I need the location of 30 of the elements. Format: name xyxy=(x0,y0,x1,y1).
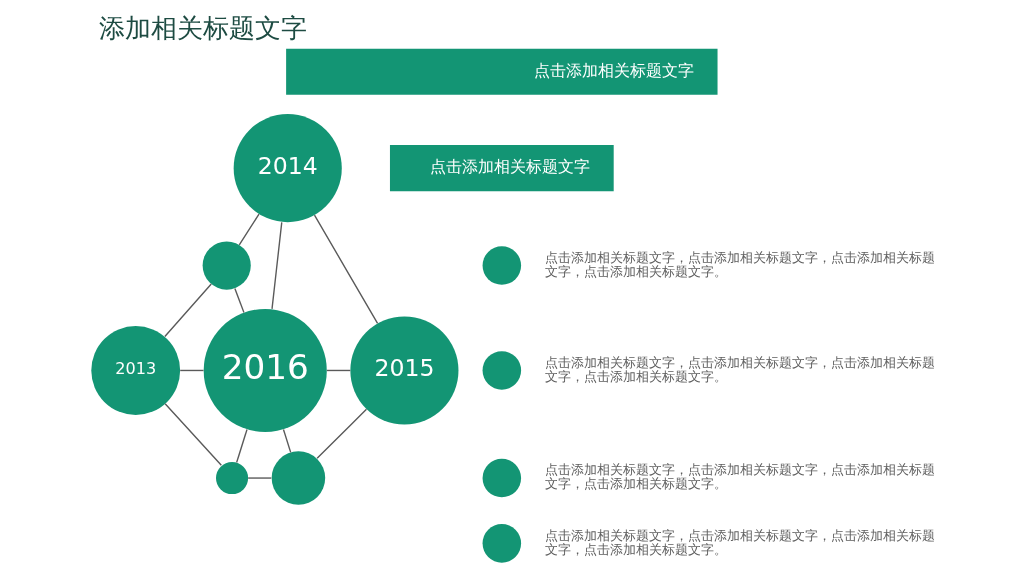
connector xyxy=(234,287,245,314)
connector xyxy=(313,214,379,325)
node-circle xyxy=(271,451,326,505)
connector xyxy=(247,477,272,479)
connector xyxy=(271,221,283,310)
connector xyxy=(238,213,260,246)
node-circle xyxy=(482,246,522,285)
node-circle xyxy=(482,524,522,563)
node-label: 点击添加相关标题文字，点击添加相关标题文字，点击添加相关标题文字，点击添加相关标题文字。 xyxy=(545,354,936,384)
connector xyxy=(326,369,351,372)
connector xyxy=(235,428,248,464)
connector xyxy=(164,403,222,466)
connector xyxy=(282,428,292,454)
connector xyxy=(179,369,205,372)
node-circle xyxy=(216,462,249,495)
node-label: 点击添加相关标题文字，点击添加相关标题文字，点击添加相关标题文字，点击添加相关标题文字。 xyxy=(545,527,936,557)
node-circle: 2014 xyxy=(233,114,342,223)
node-circle xyxy=(482,458,522,498)
connector xyxy=(316,408,368,460)
diagram-title: 添加相关标题文字 xyxy=(99,13,308,44)
node-label: 点击添加相关标题文字，点击添加相关标题文字，点击添加相关标题文字，点击添加相关标题文字。 xyxy=(545,462,936,492)
node-circle: 2015 xyxy=(350,316,459,425)
node-box: 点击添加相关标题文字 xyxy=(286,48,718,95)
node-circle xyxy=(202,241,251,290)
connector xyxy=(164,283,212,338)
node-circle: 2016 xyxy=(203,308,327,432)
node-box: 点击添加相关标题文字 xyxy=(389,145,614,192)
node-circle xyxy=(482,351,522,390)
node-label: 点击添加相关标题文字，点击添加相关标题文字，点击添加相关标题文字，点击添加相关标题文字。 xyxy=(545,249,936,279)
node-circle: 2013 xyxy=(91,326,181,415)
